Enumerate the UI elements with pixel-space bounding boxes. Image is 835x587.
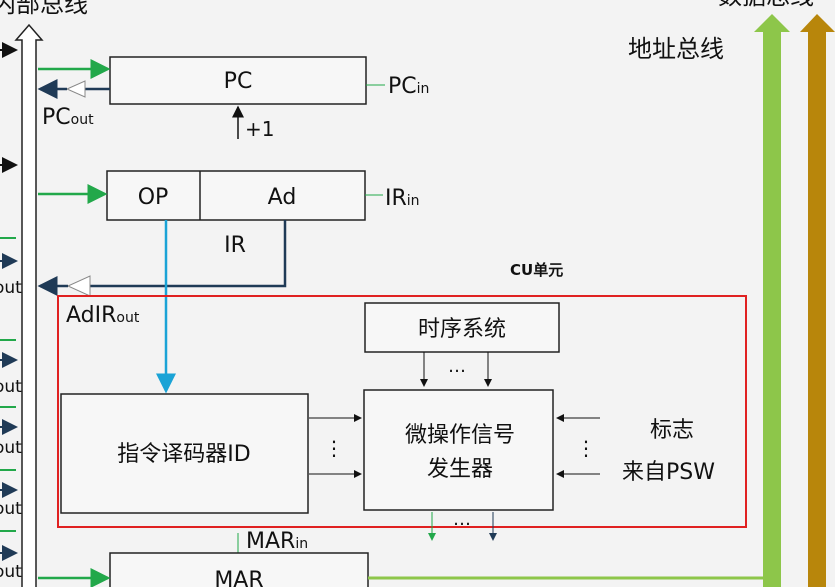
- ir-ad-field: Ad: [268, 185, 297, 210]
- left-label-out: out: [0, 499, 22, 519]
- data-bus-label: 数据总线: [718, 0, 814, 10]
- timing-system-box: [364, 302, 560, 353]
- left-label-out: out: [0, 562, 22, 582]
- cu-unit-box: [57, 295, 747, 528]
- mar-in-signal: MARin: [246, 529, 308, 554]
- mar-register: [109, 552, 369, 587]
- ir-op-field: OP: [138, 185, 169, 210]
- address-bus-arrow: [754, 14, 790, 587]
- left-label-out: out: [0, 377, 22, 397]
- mar-label: MAR: [214, 568, 263, 587]
- micro-op-generator-label-1: 微操作信号: [405, 423, 515, 448]
- internal-bus-label: 内部总线: [0, 0, 88, 18]
- pc-register: [109, 56, 367, 105]
- instruction-decoder-box: [60, 393, 309, 514]
- pc-out-signal: PCout: [42, 105, 94, 130]
- address-bus-label: 地址总线: [628, 35, 724, 63]
- ir-in-signal: IRin: [385, 186, 420, 211]
- adir-out-gate-icon: [66, 275, 91, 297]
- adir-out-line: [90, 220, 287, 288]
- decoder-dots: ⋮: [324, 436, 344, 460]
- timing-system-label: 时序系统: [418, 317, 506, 342]
- pc-label: PC: [224, 69, 253, 94]
- data-bus-arrow: [800, 14, 835, 587]
- flags-label-2: 来自PSW: [622, 460, 715, 485]
- pc-increment-label: +1: [245, 117, 274, 141]
- ir-register: [106, 170, 366, 221]
- left-label-out: out: [0, 438, 22, 458]
- instruction-decoder-label: 指令译码器ID: [117, 442, 250, 467]
- flag-dots: ⋮: [576, 436, 596, 460]
- micro-op-generator-label-2: 发生器: [427, 457, 493, 482]
- left-label-out: out: [0, 278, 22, 298]
- pc-out-gate-icon: [65, 80, 86, 98]
- flags-label-1: 标志: [650, 418, 694, 443]
- pc-in-signal: PCin: [388, 74, 429, 99]
- timing-dots: …: [448, 356, 466, 377]
- left-edge-connections: [0, 42, 18, 561]
- adir-out-signal: AdIRout: [66, 303, 140, 328]
- cu-title: CU单元: [510, 261, 563, 279]
- internal-bus-arrow: [14, 23, 44, 587]
- micro-op-generator-box: [363, 389, 554, 511]
- control-signal-dots: …: [453, 509, 471, 530]
- ir-label: IR: [224, 233, 246, 258]
